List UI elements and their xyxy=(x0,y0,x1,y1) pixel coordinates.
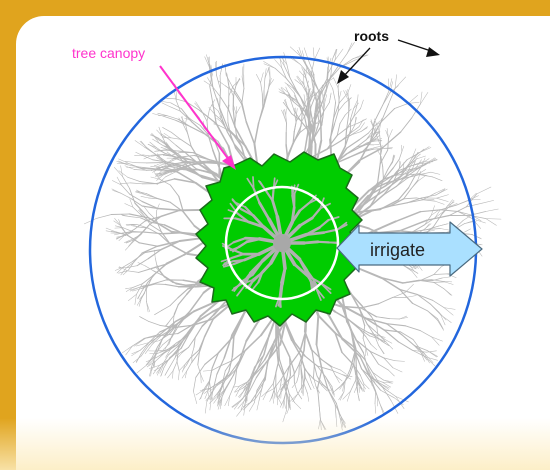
roots-arrow-right-head xyxy=(426,47,440,57)
trunk-center xyxy=(273,234,291,252)
roots-label: roots xyxy=(354,28,389,44)
irrigate-label: irrigate xyxy=(370,240,425,260)
tree-canopy-label: tree canopy xyxy=(72,45,145,61)
